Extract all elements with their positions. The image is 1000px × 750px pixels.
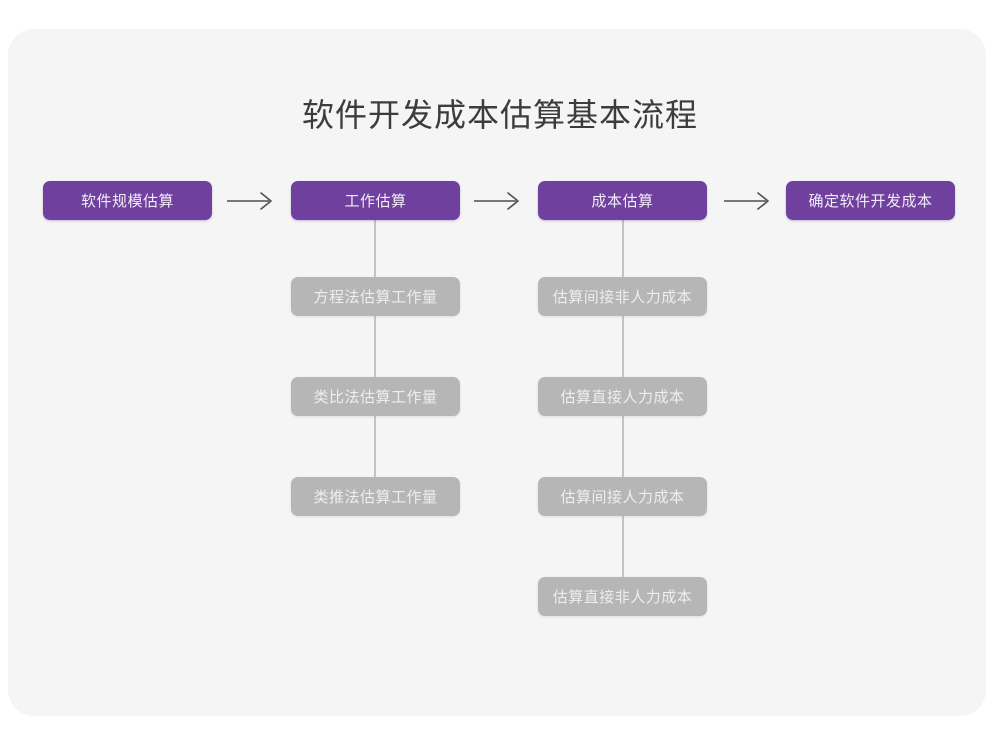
substep-node-inference-method-effort[interactable]: 类推法估算工作量 — [291, 477, 460, 516]
stage-node-label: 成本估算 — [591, 193, 654, 210]
flow-arrow-icon — [225, 188, 279, 214]
substep-node-label: 估算间接非人力成本 — [552, 289, 693, 306]
flow-arrow-icon — [472, 188, 526, 214]
substep-node-equation-method-effort[interactable]: 方程法估算工作量 — [291, 277, 460, 316]
substep-node-label: 估算直接人力成本 — [560, 389, 685, 406]
substep-node-label: 估算直接非人力成本 — [552, 589, 693, 606]
stage-node-work-estimation[interactable]: 工作估算 — [291, 181, 460, 220]
stage-node-label: 工作估算 — [344, 193, 407, 210]
stage-node-software-size-estimation[interactable]: 软件规模估算 — [43, 181, 212, 220]
flow-arrow-icon — [722, 188, 776, 214]
substep-node-label: 类推法估算工作量 — [313, 489, 438, 506]
stage-node-determine-development-cost[interactable]: 确定软件开发成本 — [786, 181, 955, 220]
page-title: 软件开发成本估算基本流程 — [301, 97, 698, 133]
stage-node-cost-estimation[interactable]: 成本估算 — [538, 181, 707, 220]
substep-node-analogy-method-effort[interactable]: 类比法估算工作量 — [291, 377, 460, 416]
stage-node-label: 软件规模估算 — [80, 193, 174, 210]
card-surface — [8, 29, 986, 716]
substep-node-direct-nonlabor-cost[interactable]: 估算直接非人力成本 — [538, 577, 707, 616]
substep-node-label: 方程法估算工作量 — [313, 289, 438, 306]
connector-stage2-trunk — [374, 220, 376, 505]
substep-node-indirect-labor-cost[interactable]: 估算间接人力成本 — [538, 477, 707, 516]
substep-node-indirect-nonlabor-cost[interactable]: 估算间接非人力成本 — [538, 277, 707, 316]
substep-node-label: 类比法估算工作量 — [313, 389, 438, 406]
stage-node-label: 确定软件开发成本 — [808, 193, 933, 210]
substep-node-direct-labor-cost[interactable]: 估算直接人力成本 — [538, 377, 707, 416]
substep-node-label: 估算间接人力成本 — [560, 489, 685, 506]
